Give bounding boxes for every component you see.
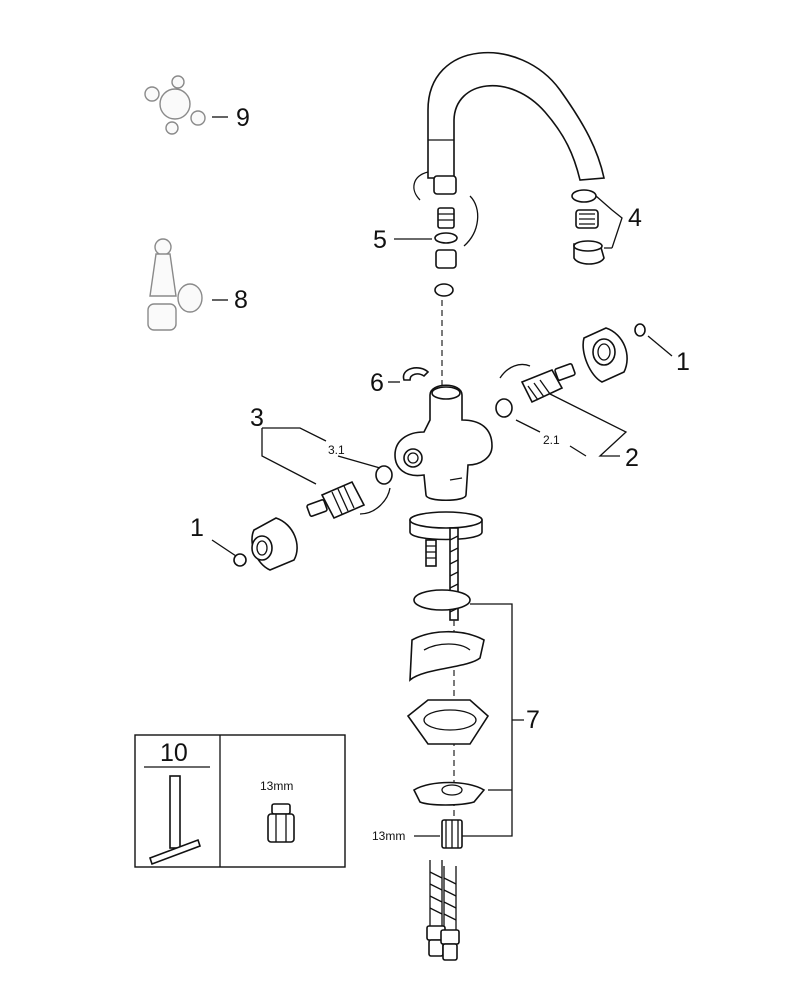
label-4: 4 [628, 204, 642, 232]
label-5: 5 [373, 226, 387, 254]
left-cartridge [306, 465, 393, 520]
label-10: 10 [160, 739, 188, 767]
label-1-right: 1 [676, 348, 690, 376]
label-8: 8 [234, 286, 248, 314]
left-flange [233, 517, 298, 571]
label-1-left: 1 [190, 514, 204, 542]
label-9: 9 [236, 104, 250, 132]
wrench-size-hose: 13mm [372, 829, 405, 843]
lever-handle-icon [147, 238, 203, 331]
right-flange [582, 323, 646, 383]
spout [427, 51, 605, 181]
hex-nut-icon [267, 803, 295, 843]
tool-box [134, 734, 346, 868]
aerator-set [571, 189, 605, 265]
cross-handle-icon [144, 75, 206, 135]
label-3: 3 [250, 404, 264, 432]
leader-lines [211, 116, 673, 837]
retaining-clip [402, 367, 430, 381]
label-7: 7 [526, 706, 540, 734]
fixing-set [406, 589, 490, 849]
faucet-body [394, 384, 493, 502]
label-2-1: 2.1 [543, 433, 560, 447]
hex-key-tool-icon [148, 775, 202, 866]
wrench-size-box: 13mm [260, 779, 293, 793]
spout-fixing-set [413, 171, 479, 385]
right-cartridge [495, 363, 576, 418]
label-3-1: 3.1 [328, 443, 345, 457]
label-2: 2 [625, 444, 639, 472]
label-6: 6 [370, 369, 384, 397]
supply-hoses [426, 860, 460, 961]
